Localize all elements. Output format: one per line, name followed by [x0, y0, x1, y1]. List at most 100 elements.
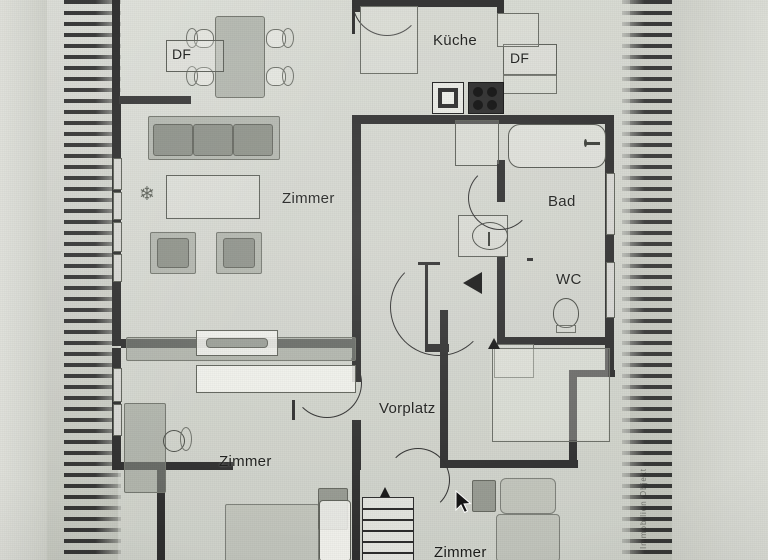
nightstand-lamp-shade [180, 427, 192, 451]
wall-bedroom-bottom-vert [569, 370, 577, 468]
wall-bad-divider [527, 258, 533, 261]
stair-step [363, 530, 413, 532]
bathtub-tap-knob [584, 139, 587, 147]
stair-step [363, 541, 413, 543]
stair-direction-arrow-bedroom [488, 338, 500, 349]
window-living-4 [113, 254, 122, 282]
bathtub [508, 124, 606, 168]
window-bath [606, 173, 615, 235]
stair-step [363, 519, 413, 521]
wall-living-top [119, 96, 191, 104]
kitchen-label: Küche [433, 32, 478, 49]
door-arc-bottom-zimmer [386, 448, 450, 512]
roof-window-right-box [503, 44, 557, 76]
mouse-cursor [455, 490, 472, 514]
coffee-table [166, 175, 260, 219]
window-bedroom-left-1 [113, 368, 122, 402]
stove-burner-2 [487, 87, 497, 97]
window-bedroom-left-2 [113, 404, 122, 436]
bed-left [124, 403, 166, 493]
toilet-bowl [553, 298, 579, 328]
bedroom-left-label: Zimmer [219, 453, 272, 470]
entry-niche [360, 6, 418, 74]
window-living-3 [113, 222, 122, 252]
door-arc-hall-living [390, 258, 488, 356]
wall-living-right [352, 118, 361, 350]
window-living-1 [113, 158, 122, 190]
sofa-cushion-1 [153, 124, 193, 156]
door-leaf-kitchen [352, 0, 355, 34]
nightstand-bottom-right [472, 480, 496, 512]
roof-window-right-label: DF [510, 50, 530, 66]
armchair-left-seat [157, 238, 189, 268]
wall-hall-right-lower [440, 352, 448, 462]
dining-table [215, 16, 265, 98]
bed-frame [492, 348, 610, 442]
living-room-label: Zimmer [282, 190, 335, 207]
stair-step [363, 552, 413, 554]
duvet-lower-left [319, 500, 351, 560]
wall-bedroom-left-stub [157, 468, 165, 560]
wardrobe-handle [206, 338, 268, 348]
door-arc-hall-bedroom-left [292, 348, 362, 418]
wall-top-left-vertical [112, 0, 120, 98]
bed-outline-upper [494, 344, 534, 378]
watermark-text: Immobilien Objekt [639, 468, 648, 550]
bed-outline-main [490, 348, 608, 440]
roof-slope-hatching-right [622, 0, 672, 560]
window-wc [606, 262, 615, 318]
wall-hall-left-bottom [352, 420, 361, 470]
dining-chair-back-top-left [186, 28, 198, 48]
door-leaf-hall-bedroom-left [292, 400, 295, 420]
door-jamb-hall [425, 264, 428, 350]
bathtub-tap [586, 142, 600, 145]
bed-lower-left [225, 504, 319, 560]
sink-basin [472, 222, 508, 250]
bath-cabinet [455, 120, 499, 166]
wall-wc-left [497, 262, 505, 344]
hallway-label: Vorplatz [379, 400, 436, 417]
toilet-label: WC [556, 271, 582, 288]
stair-step [363, 508, 413, 510]
kitchen-counter-strip [503, 74, 557, 94]
door-leaf-bathroom [497, 164, 500, 202]
bedroom-bottom-label: Zimmer [434, 544, 487, 560]
bed-bottom-right [500, 478, 556, 514]
sofa-cushion-3 [233, 124, 273, 156]
wall-kitchen-bottom [352, 115, 612, 124]
desk-counter [196, 365, 356, 393]
door-arc-bathroom [468, 166, 532, 230]
door-leaf-hall-living [418, 262, 440, 265]
oven [432, 82, 464, 114]
kitchen-counter-top [497, 13, 539, 47]
page-margin-left [0, 0, 47, 560]
wall-kitchen-right-top [497, 0, 504, 14]
window-living-2 [113, 192, 122, 220]
roof-window-left-box [166, 40, 224, 72]
wall-bath-left [497, 160, 505, 202]
wall-hall-bottom-stub [352, 470, 360, 560]
roof-window-left-label: DF [172, 46, 192, 62]
bathroom-label: Bad [548, 193, 576, 210]
stove-burner-4 [487, 100, 497, 110]
stove [468, 82, 504, 114]
page-margin-right [672, 0, 768, 560]
wall-wc-top [497, 257, 505, 262]
dining-chair-back-top-right [282, 28, 294, 48]
roof-slope-hatching-left [64, 0, 121, 560]
wall-bedroom-left-lower [121, 462, 233, 470]
bed-bottom-right-2 [496, 514, 560, 560]
stove-burner-3 [473, 100, 483, 110]
armchair-right-seat [223, 238, 255, 268]
dining-chair-back-bottom-left [186, 66, 198, 86]
stair-up-arrow [380, 487, 390, 497]
stove-burner-1 [473, 87, 483, 97]
plant-icon: ❄ [139, 184, 155, 205]
wall-hall-bottom-horizontal [440, 460, 578, 468]
toilet-cistern [556, 325, 576, 333]
dining-chair-back-bottom-right [282, 66, 294, 86]
stair-direction-arrow-hall [463, 272, 482, 294]
sink-tap [488, 232, 490, 246]
wall-bedroom-bottom-horizontal [569, 370, 615, 377]
